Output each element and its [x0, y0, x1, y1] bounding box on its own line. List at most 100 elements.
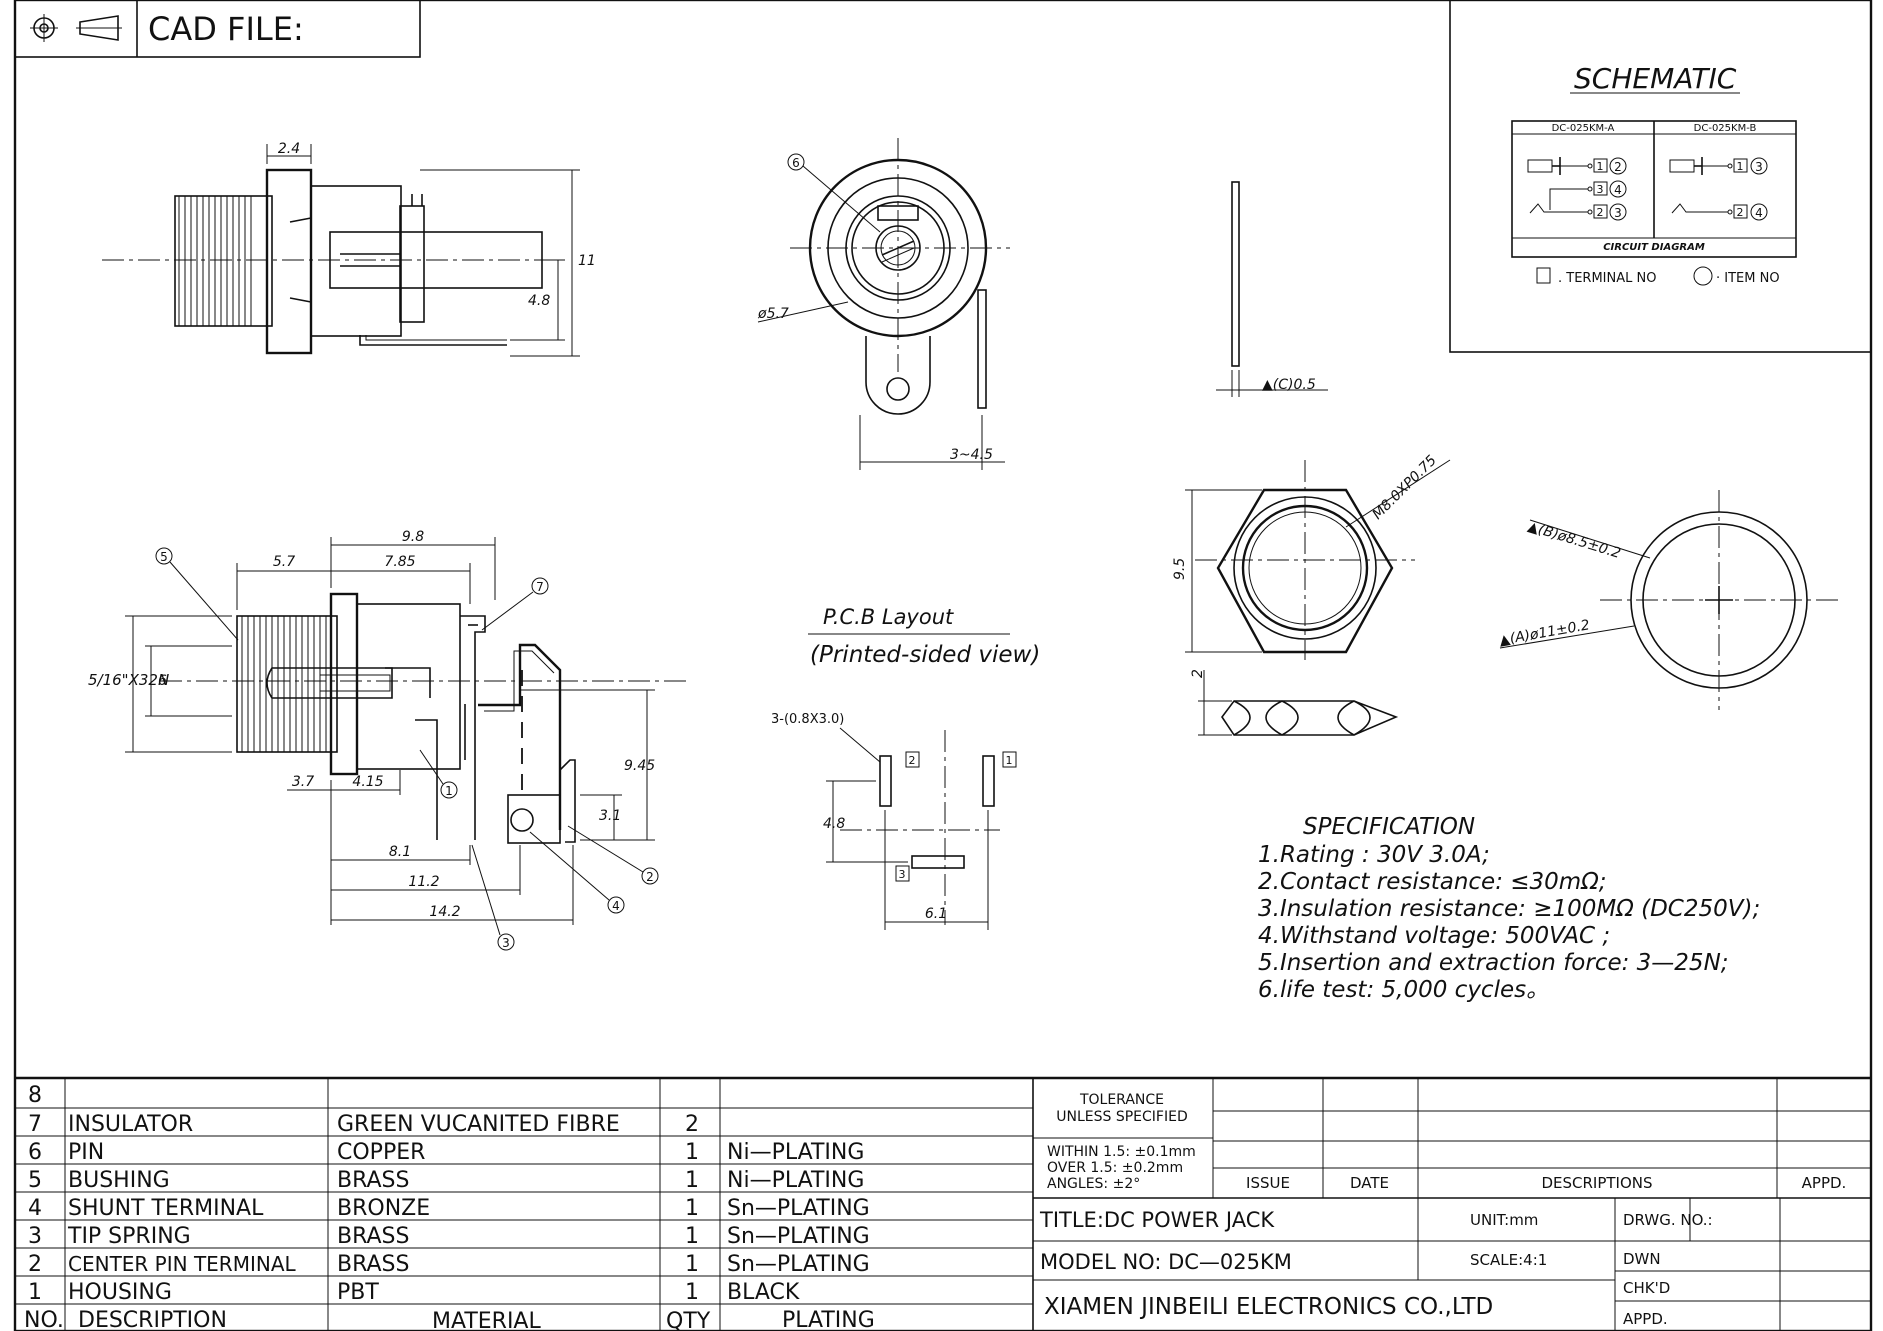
dim-a-dia-11: ▲(A)ø11±0.2: [1498, 617, 1591, 649]
circuit-diagram-caption: CIRCUIT DIAGRAM: [1603, 242, 1705, 253]
bom-mat-1: PBT: [337, 1280, 379, 1305]
sheet-frame: [13, 0, 1873, 1331]
bom-head-qty: QTY: [666, 1309, 711, 1331]
bom-plating-2: Sn—PLATING: [727, 1252, 870, 1277]
dim-pitch: 3~4.5: [950, 447, 993, 463]
bom-plating-3: Sn—PLATING: [727, 1224, 870, 1249]
dim-6: 6: [158, 673, 167, 689]
bom-no-7: 7: [28, 1112, 42, 1137]
bom-qty-4: 1: [685, 1196, 699, 1221]
dim-11: 11: [578, 253, 596, 269]
a-terminal-1: 1: [1597, 160, 1604, 173]
pcb-hole-spec: 3-(0.8X3.0): [771, 712, 844, 727]
tolerance-angles: ANGLES: ±2°: [1047, 1176, 1140, 1192]
bom-qty-2: 1: [685, 1252, 699, 1277]
pcb-pin-1: 1: [1006, 754, 1013, 767]
title-block: TOLERANCE UNLESS SPECIFIED WITHIN 1.5: ±…: [1033, 1078, 1871, 1331]
bom-no-6: 6: [28, 1140, 42, 1165]
chkd-label: CHK'D: [1623, 1279, 1670, 1297]
tolerance-over: OVER 1.5: ±0.2mm: [1047, 1160, 1183, 1176]
balloon-4: 4: [612, 899, 620, 913]
balloon-2: 2: [646, 870, 654, 884]
dim-2-4: 2.4: [278, 141, 300, 157]
spec-line-4: 4.Withstand voltage: 500VAC ;: [1258, 923, 1610, 949]
schematic-box: SCHEMATIC DC-025KM-A DC-025KM-B CIRCUIT …: [1449, 0, 1872, 353]
balloon-1: 1: [445, 784, 453, 798]
bom-plating-4: Sn—PLATING: [727, 1196, 870, 1221]
appd-label: APPD.: [1623, 1310, 1668, 1328]
dim-14-2: 14.2: [429, 904, 460, 920]
descriptions-header: DESCRIPTIONS: [1541, 1174, 1652, 1192]
bom-head-material: MATERIAL: [432, 1309, 541, 1331]
date-header: DATE: [1350, 1174, 1389, 1192]
bom-head-plating: PLATING: [782, 1308, 875, 1331]
spec-line-1: 1.Rating : 30V 3.0A;: [1258, 842, 1490, 868]
b-item-3: 3: [1755, 160, 1763, 174]
a-terminal-2: 2: [1597, 206, 1604, 219]
circuit-a: 1 2 3 4 2 3: [1527, 157, 1627, 221]
bom-no-1: 1: [28, 1280, 42, 1305]
dim-3-1: 3.1: [599, 808, 621, 824]
front-view: 3~4.5 6 ø5.7: [757, 138, 1010, 470]
bom-desc-2: CENTER PIN TERMINAL: [68, 1252, 296, 1276]
bom-qty-3: 1: [685, 1224, 699, 1249]
spec-line-2: 2.Contact resistance: ≤30mΩ;: [1258, 869, 1607, 895]
pcb-pin-3: 3: [899, 868, 906, 881]
pcb-dim-4-8: 4.8: [823, 816, 845, 832]
dim-4-8: 4.8: [528, 293, 550, 309]
balloon-6: 6: [792, 156, 800, 170]
pcb-subtitle: (Printed-sided view): [810, 642, 1040, 668]
company-name: XIAMEN JINBEILI ELECTRONICS CO.,LTD: [1044, 1294, 1493, 1320]
bom-qty-5: 1: [685, 1168, 699, 1193]
scale-label: SCALE:4:1: [1470, 1251, 1547, 1269]
legend-terminal: . TERMINAL NO: [1558, 271, 1656, 286]
bom-desc-4: SHUNT TERMINAL: [68, 1196, 264, 1221]
spec-title: SPECIFICATION: [1303, 814, 1475, 840]
spec-line-5: 5.Insertion and extraction force: 3—25N;: [1258, 950, 1729, 976]
bom-plating-5: Ni—PLATING: [727, 1168, 864, 1193]
unit-label: UNIT:mm: [1470, 1211, 1538, 1229]
schematic-title: SCHEMATIC: [1574, 62, 1737, 95]
b-item-4: 4: [1755, 206, 1763, 220]
ring-washer-view: ▲(B)ø8.5±0.2 ▲(A)ø11±0.2: [1498, 490, 1840, 710]
bom-mat-4: BRONZE: [337, 1196, 430, 1221]
schematic-col-b: DC-025KM-B: [1694, 123, 1757, 134]
dim-7-85: 7.85: [384, 554, 415, 570]
cad-file-label: CAD FILE:: [148, 10, 304, 48]
bom-no-4: 4: [28, 1196, 42, 1221]
terminal-legend-icon: [1536, 267, 1551, 284]
dim-9-45: 9.45: [624, 758, 655, 774]
pcb-title: P.C.B Layout: [823, 605, 954, 629]
b-terminal-2: 2: [1737, 206, 1744, 219]
balloon-7: 7: [536, 580, 544, 594]
bom-plating-1: BLACK: [727, 1280, 800, 1305]
drawing-title: TITLE:DC POWER JACK: [1039, 1208, 1275, 1232]
dim-thread-spec: 5/16"X32N: [88, 671, 169, 689]
a-terminal-3: 3: [1597, 183, 1604, 196]
model-no: MODEL NO: DC—025KM: [1040, 1250, 1292, 1274]
dim-b-dia-8-5: ▲(B)ø8.5±0.2: [1526, 519, 1623, 562]
legend-item: · ITEM NO: [1716, 271, 1780, 286]
bom-no-2: 2: [28, 1252, 42, 1277]
specification: SPECIFICATION 1.Rating : 30V 3.0A; 2.Con…: [1258, 814, 1760, 1003]
bom-mat-7: GREEN VUCANITED FIBRE: [337, 1112, 620, 1137]
balloon-5: 5: [160, 550, 168, 564]
pcb-pin-2: 2: [909, 754, 916, 767]
a-item-4: 4: [1614, 183, 1622, 197]
side-view: 2.4 11 4.8: [102, 141, 596, 357]
schematic-col-a: DC-025KM-A: [1552, 123, 1615, 134]
section-view: 9.8 5.7 7.85 5/16"X32N 6 3.7 4.15 9.45 3…: [88, 529, 690, 951]
dim-3-7: 3.7: [292, 774, 314, 790]
bom-mat-5: BRASS: [337, 1168, 409, 1193]
dim-m8-thread: M8.0XP0.75: [1370, 452, 1440, 522]
dim-9-8: 9.8: [402, 529, 424, 545]
spec-line-3: 3.Insulation resistance: ≥100MΩ (DC250V)…: [1258, 896, 1760, 922]
balloon-3: 3: [502, 936, 510, 950]
dwn-label: DWN: [1623, 1250, 1661, 1268]
bom-mat-3: BRASS: [337, 1224, 409, 1249]
projection-symbol-icon: [30, 14, 122, 42]
bom-head-desc: DESCRIPTION: [78, 1308, 227, 1331]
a-item-3: 3: [1614, 206, 1622, 220]
drwg-no-label: DRWG. NO.:: [1623, 1211, 1713, 1229]
